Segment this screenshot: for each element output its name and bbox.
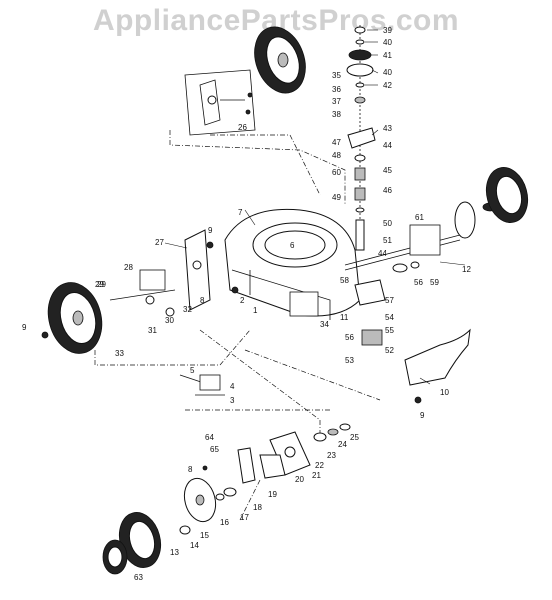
guide-line: [169, 130, 346, 205]
cable-bracket: [354, 279, 386, 346]
part-label: 30: [165, 316, 174, 325]
rear-wheel-top: [254, 26, 306, 94]
part-label: 5: [190, 366, 195, 375]
part-label: 61: [415, 213, 424, 222]
screw-2: [231, 286, 239, 294]
part-label: 42: [383, 81, 392, 90]
part-label: 12: [462, 265, 471, 274]
part-label: 19: [268, 490, 277, 499]
handle-bracket: [179, 374, 225, 396]
part-label: 58: [340, 276, 349, 285]
part-label: 26: [238, 123, 247, 132]
part-label: 9: [208, 226, 213, 235]
rear-wheel-right: [485, 167, 529, 223]
part-label: 18: [253, 503, 262, 512]
part-label: 10: [440, 388, 449, 397]
part-label: 24: [338, 440, 347, 449]
part-label: 16: [220, 518, 229, 527]
guide-line: [239, 479, 261, 521]
part-labels: 39 40 41 35 40 42 36 37 38 43 44 47 48 4…: [22, 26, 471, 582]
part-label: 3: [230, 396, 235, 405]
part-label: 56: [345, 333, 354, 342]
part-label: 40: [383, 38, 392, 47]
screw-9: [41, 331, 49, 339]
part-label: 14: [190, 541, 199, 550]
height-adjuster-top: [184, 69, 256, 136]
part-label: 36: [332, 85, 341, 94]
part-label: 50: [383, 219, 392, 228]
part-label: 51: [383, 236, 392, 245]
part-label: 22: [315, 461, 324, 470]
part-label: 45: [383, 166, 392, 175]
part-label: 49: [332, 193, 341, 202]
part-label: 41: [383, 51, 392, 60]
part-label: 35: [332, 71, 341, 80]
part-label: 28: [124, 263, 133, 272]
part-label: 44: [383, 141, 392, 150]
part-label: 65: [210, 445, 219, 454]
part-label: 53: [345, 356, 354, 365]
hub-cap: [102, 539, 128, 575]
part-label: 17: [240, 513, 249, 522]
part-label: 37: [332, 97, 341, 106]
part-label: 47: [332, 138, 341, 147]
part-label: 13: [170, 548, 179, 557]
part-label: 43: [383, 124, 392, 133]
height-adjuster-left: [109, 229, 211, 317]
part-label: 39: [383, 26, 392, 35]
part-label: 20: [295, 475, 304, 484]
engine-shaft-stack: [346, 25, 376, 251]
part-label: 7: [238, 208, 243, 217]
leader-lines: [164, 29, 466, 385]
part-label: 55: [385, 326, 394, 335]
part-label: 38: [332, 110, 341, 119]
part-label: 11: [340, 313, 349, 322]
part-label: 4: [230, 382, 235, 391]
front-wheel: [118, 512, 162, 568]
part-label: 34: [320, 320, 329, 329]
part-label: 44: [378, 249, 387, 258]
part-label: 46: [383, 186, 392, 195]
part-label: 33: [115, 349, 124, 358]
part-label: 63: [134, 573, 143, 582]
part-label: 27: [155, 238, 164, 247]
part-label: 1: [253, 306, 258, 315]
part-label: 48: [332, 151, 341, 160]
part-label: 59: [430, 278, 439, 287]
part-label: 6: [290, 241, 295, 250]
part-label: 52: [385, 346, 394, 355]
part-label: 15: [200, 531, 209, 540]
part-label: 31: [148, 326, 157, 335]
part-label: 25: [350, 433, 359, 442]
screw-9: [206, 241, 214, 249]
screw-8: [202, 465, 208, 471]
part-label: 57: [385, 296, 394, 305]
mower-deck: [224, 208, 361, 320]
part-label: 29: [95, 280, 104, 289]
part-label: 40: [383, 68, 392, 77]
part-label: 54: [385, 313, 394, 322]
part-label: 29: [97, 280, 106, 289]
guide-line: [210, 134, 321, 196]
part-label: 32: [183, 305, 192, 314]
guide-line: [94, 329, 251, 366]
rear-wheel-left: [47, 282, 103, 354]
part-label: 9: [420, 411, 425, 420]
guide-line: [244, 349, 381, 401]
part-label: 8: [200, 296, 205, 305]
front-drive-assembly: [237, 423, 351, 484]
part-label: 60: [332, 168, 341, 177]
part-label: 64: [205, 433, 214, 442]
part-label: 2: [240, 296, 245, 305]
part-label: 56: [414, 278, 423, 287]
part-label: 21: [312, 471, 321, 480]
front-drive-gear: [179, 477, 237, 535]
screw-9: [414, 396, 422, 404]
part-label: 9: [22, 323, 27, 332]
part-label: 23: [327, 451, 336, 460]
discharge-chute: [404, 328, 471, 386]
part-label: 8: [188, 465, 193, 474]
